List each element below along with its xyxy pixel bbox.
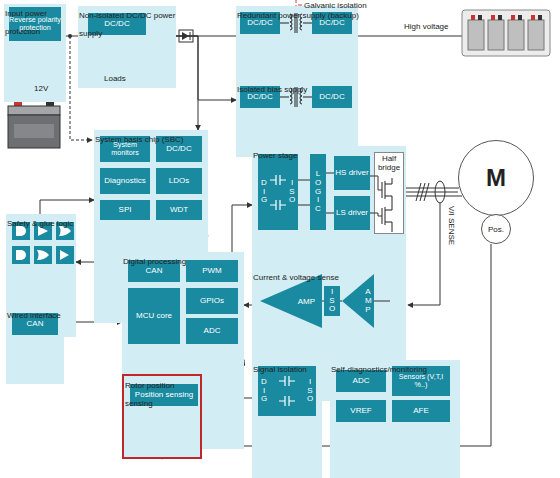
panel: Self-diagnostics/monitoringADCSensors (V… [330, 360, 460, 478]
annotation-label: Loads [104, 74, 126, 83]
node-text: ISO [289, 179, 295, 205]
block-box: HS driver [334, 156, 370, 190]
highlighted-panel: Rotor position sensingPosition sensing [122, 374, 202, 459]
node-text: Position sensing [135, 390, 193, 399]
connector [176, 36, 198, 130]
block-box: LOGIC [310, 154, 326, 230]
node-text: ADC [353, 376, 370, 385]
amplifier-triangle: AMP [260, 274, 322, 328]
node-text: Pos. [488, 225, 504, 234]
block-box: MCU core [128, 288, 180, 344]
node-text: CAN [146, 266, 163, 275]
block-box: SPI [100, 200, 150, 220]
block-box: Diagnostics [100, 168, 150, 194]
node-text: Signal isolation [253, 365, 307, 374]
connector [244, 305, 252, 306]
node-text: DIG [261, 378, 267, 404]
block-box: PWM [186, 260, 238, 282]
node-text: ADC [204, 326, 221, 335]
node-text: WDT [170, 205, 188, 214]
block-box: WDT [156, 200, 202, 220]
annotation-label: V/I SENSE [447, 206, 456, 245]
connector [232, 205, 252, 252]
node-text: DC/DC [166, 144, 191, 153]
annotation-label: Galvanic isolation [304, 1, 367, 10]
node-text: Current & voltage sense [253, 273, 339, 282]
panel: Non-isolated DC/DC power supplyDC/DC [78, 6, 176, 88]
node-text: DC/DC [247, 18, 272, 27]
block-box: GPIOs [186, 288, 238, 314]
block-box: AFE [392, 400, 450, 422]
node-text: Wired interface [7, 311, 61, 320]
half-bridge-box: Half bridge [374, 152, 404, 234]
block-box: LDOs [156, 168, 202, 194]
panel: Wired interfaceCAN [6, 306, 64, 384]
high-voltage-battery [462, 10, 550, 56]
node-text: SPI [119, 205, 132, 214]
battery-12v [8, 100, 60, 148]
connector [404, 192, 458, 193]
node-text: MCU core [136, 311, 172, 320]
node-text: Safety & glue logic [7, 219, 73, 228]
block-box: LS driver [334, 196, 370, 230]
connector [40, 200, 94, 214]
annotation-label: 12V [34, 84, 48, 93]
block-box: VREF [336, 400, 386, 422]
node-text: Diagnostics [104, 176, 145, 185]
node-text: VREF [350, 406, 371, 415]
block-box: ADC [186, 318, 238, 344]
node-text: M [486, 164, 506, 192]
node-text: LOGIC [315, 170, 321, 214]
node-text: CAN [27, 319, 44, 328]
motor-circle: M [458, 140, 534, 216]
node-text: DC/DC [247, 92, 272, 101]
node-text: GPIOs [200, 296, 224, 305]
node-text: Sensors (V,T,I %..) [392, 373, 450, 390]
node-text: ISO [307, 378, 313, 404]
node-text: AFE [413, 406, 429, 415]
node-text: PWM [202, 266, 222, 275]
connector [66, 36, 78, 37]
isolator-box: DIG ISO [258, 154, 298, 230]
node-text: DC/DC [319, 18, 344, 27]
node-text: Power stage [253, 151, 297, 160]
block-box: DC/DC [312, 86, 352, 108]
amplifier-outline [260, 274, 322, 328]
node-text: System basis chip (SBC) [95, 135, 183, 144]
amplifier-triangle: AMP [342, 274, 374, 328]
panel: Redundant power supply (backup)DC/DCDC/D… [236, 6, 358, 91]
position-sensor-circle: Pos. [481, 214, 511, 244]
node-text: LDOs [169, 176, 189, 185]
node-text: DIG [261, 179, 267, 205]
node-text: DC/DC [104, 19, 129, 28]
node-text: LS driver [336, 208, 368, 217]
node-text: AMP [365, 288, 371, 314]
node-text: HS driver [335, 168, 368, 177]
connector [176, 36, 236, 100]
node-text: ISO [329, 288, 335, 314]
node-text: Reverse polarity protection [9, 16, 61, 33]
node-text: DC/DC [319, 92, 344, 101]
amplifier-outline [342, 274, 374, 328]
node-text: AMP [298, 297, 315, 306]
panel: Signal isolationDIG ISO [252, 360, 322, 478]
node-text: Digital processing [123, 257, 186, 266]
node-text: System monitors [100, 141, 150, 158]
annotation-label: High voltage [404, 22, 448, 31]
block-box: ISO [324, 286, 340, 316]
node-text: Half bridge [378, 154, 400, 172]
block-box: System monitors [100, 136, 150, 162]
